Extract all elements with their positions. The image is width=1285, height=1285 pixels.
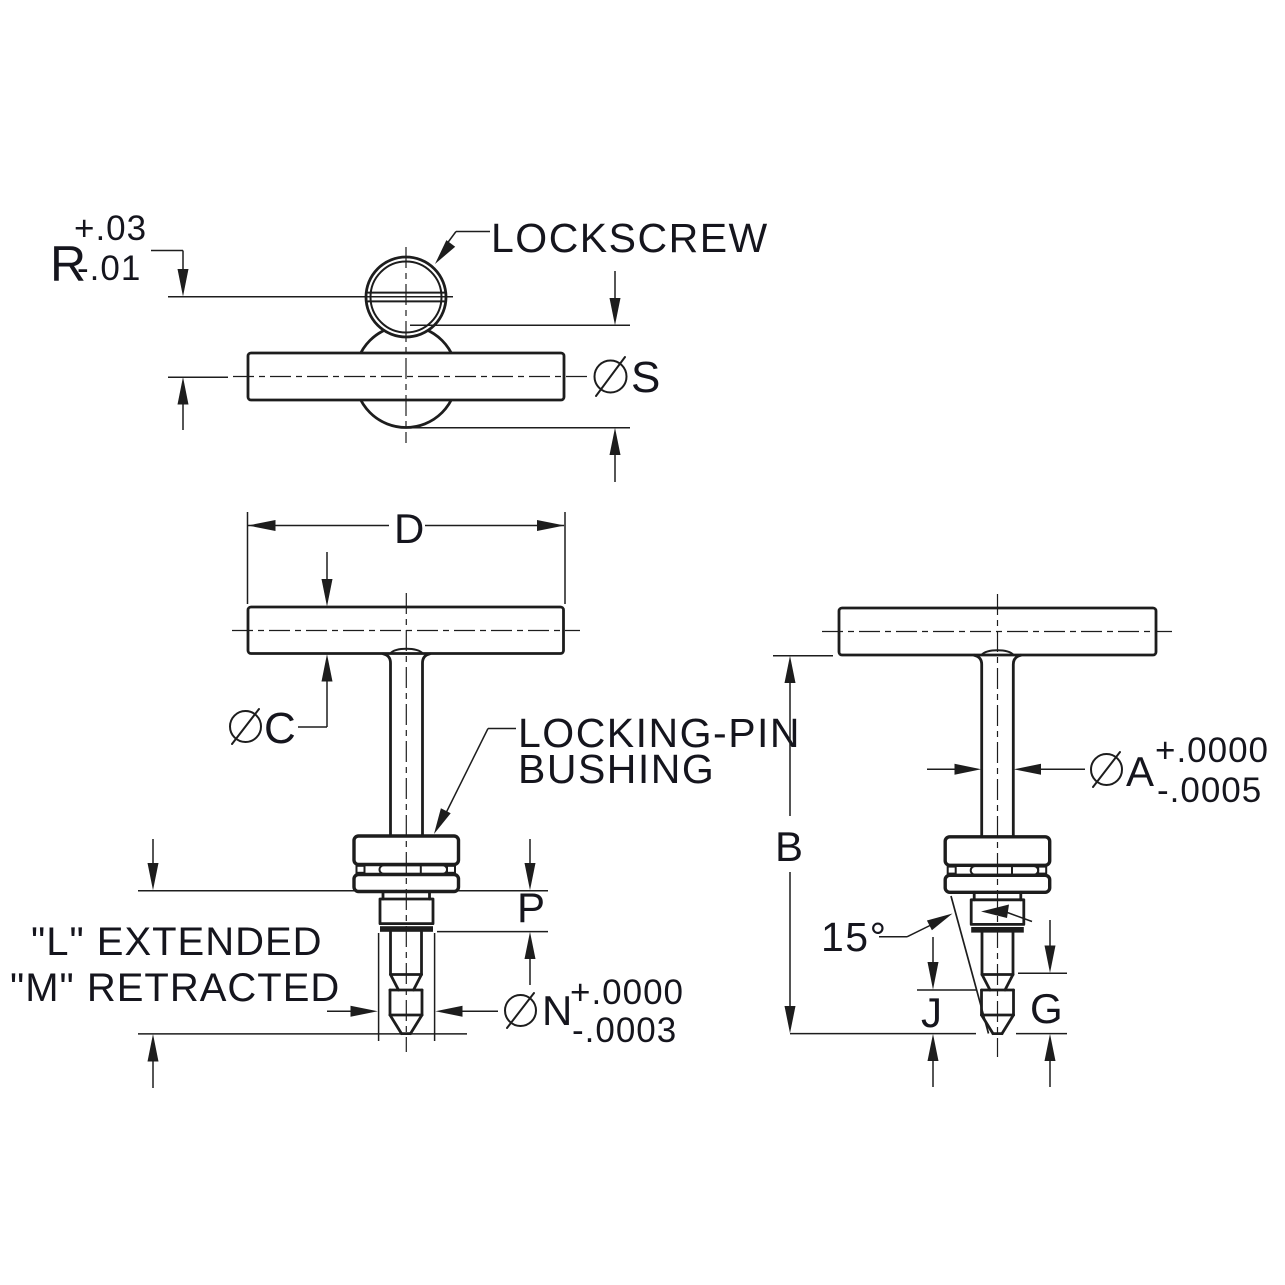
dim-n-tol-upper: +.0000 — [570, 973, 684, 1012]
dim-g: G — [1018, 920, 1067, 1087]
dim-a-letter: A — [1126, 748, 1155, 795]
dim-angle-value: 15° — [821, 914, 888, 960]
dim-r-letter: R — [50, 236, 87, 292]
dim-j: J — [917, 937, 976, 1087]
dim-lm: "L" EXTENDED "M" RETRACTED — [10, 839, 467, 1088]
dim-r: R +.03 -.01 — [50, 209, 453, 430]
dim-d-letter: D — [394, 505, 425, 552]
stem-left-edge — [381, 652, 392, 838]
dim-r-tol-upper: +.03 — [74, 209, 147, 248]
dim-n: N +.0000 -.0003 — [327, 933, 684, 1050]
dim-n-letter: N — [542, 987, 573, 1034]
bushing-label-line1: LOCKING-PIN — [518, 710, 801, 756]
dim-n-tol-lower: -.0003 — [572, 1011, 677, 1050]
diameter-symbol-a — [1090, 751, 1123, 788]
bushing-label-line2: BUSHING — [518, 746, 715, 792]
lockscrew-callout: LOCKSCREW — [435, 215, 769, 264]
top-view: R +.03 -.01 LOCKSCREW S — [50, 209, 769, 482]
front-view: D C LOCKING-PIN BUSHING — [10, 505, 801, 1088]
extended-note: "L" EXTENDED — [31, 920, 323, 964]
dim-angle: 15° — [821, 904, 1033, 960]
stem-right-edge — [421, 652, 432, 838]
dim-a-tol-lower: -.0005 — [1157, 771, 1262, 810]
dim-g-letter: G — [1030, 985, 1064, 1032]
dim-p-letter: P — [517, 884, 546, 931]
dim-b: B — [773, 655, 1067, 1035]
diameter-symbol-n — [504, 992, 537, 1029]
dim-d: D — [246, 505, 566, 604]
diameter-symbol-c — [229, 708, 262, 745]
bushing-callout: LOCKING-PIN BUSHING — [434, 710, 801, 834]
dim-c: C — [229, 552, 333, 753]
lockscrew-label: LOCKSCREW — [491, 215, 769, 261]
side-view: B A +.0000 -.0005 15° — [773, 594, 1269, 1087]
retracted-note: "M" RETRACTED — [10, 966, 340, 1010]
dim-a-tol-upper: +.0000 — [1155, 731, 1269, 770]
diameter-symbol-s — [593, 356, 628, 397]
dim-p: P — [138, 839, 548, 985]
dim-j-letter: J — [921, 989, 943, 1036]
dim-s-letter: S — [631, 353, 661, 402]
dim-c-letter: C — [264, 704, 297, 753]
dim-s: S — [410, 271, 661, 482]
spring-washer-side — [969, 865, 1040, 876]
retraction-angle-line — [950, 895, 990, 1034]
stem-left-edge-side — [972, 653, 984, 839]
dim-a: A +.0000 -.0005 — [927, 731, 1269, 810]
dim-r-tol-lower: -.01 — [77, 249, 141, 288]
spring-washer — [378, 864, 448, 875]
stem-right-edge-side — [1011, 653, 1023, 839]
dim-b-letter: B — [775, 823, 804, 870]
